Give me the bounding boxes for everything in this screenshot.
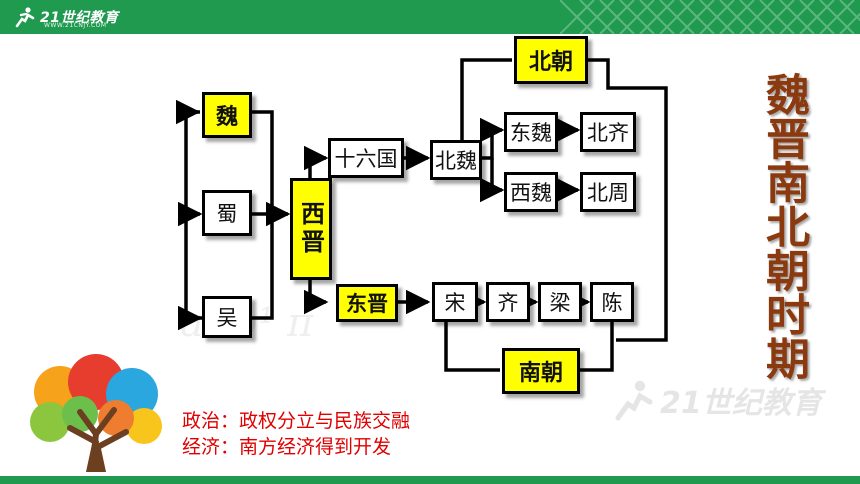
- node-shiliuguo: 十六国: [328, 138, 404, 178]
- node-chen: 陈: [590, 282, 634, 322]
- watermark-brand: 21世纪教育: [660, 386, 822, 421]
- note-politics: 政治：政权分立与民族交融: [182, 410, 411, 432]
- node-qi: 齐: [486, 282, 530, 322]
- node-beiwei: 北魏: [430, 140, 482, 180]
- node-xijin: 西晋: [290, 178, 332, 280]
- node-beizhou: 北周: [580, 172, 636, 212]
- page-title: 魏晋南北朝时期: [758, 72, 809, 380]
- footer-bar: [0, 476, 860, 484]
- brand-url: WWW.21CNJY.COM: [44, 22, 107, 29]
- node-dongjin: 东晋: [336, 284, 398, 322]
- watermark-runner-icon: [615, 380, 653, 421]
- node-shu: 蜀: [202, 190, 252, 236]
- watermark: 21世纪教育: [612, 376, 832, 426]
- tree-icon: [30, 354, 162, 472]
- header-bar: 21世纪教育 WWW.21CNJY.COM: [0, 0, 860, 34]
- node-liang: 梁: [538, 282, 582, 322]
- node-beiqi: 北齐: [580, 112, 636, 152]
- node-nanchao: 南朝: [502, 348, 580, 394]
- brand-name: 21世纪教育: [40, 10, 119, 26]
- node-song: 宋: [432, 282, 478, 322]
- header-pattern: [560, 0, 860, 34]
- node-dongwei: 东魏: [504, 112, 558, 152]
- brand-logo[interactable]: 21世纪教育 WWW.21CNJY.COM: [14, 5, 118, 29]
- runner-logo-icon: [15, 7, 35, 28]
- node-wu: 吴: [202, 296, 252, 338]
- node-xiwei: 西魏: [504, 172, 558, 212]
- node-wei: 魏: [202, 92, 252, 138]
- node-beichao: 北朝: [514, 36, 588, 84]
- note-economy: 经济：南方经济得到开发: [182, 436, 392, 458]
